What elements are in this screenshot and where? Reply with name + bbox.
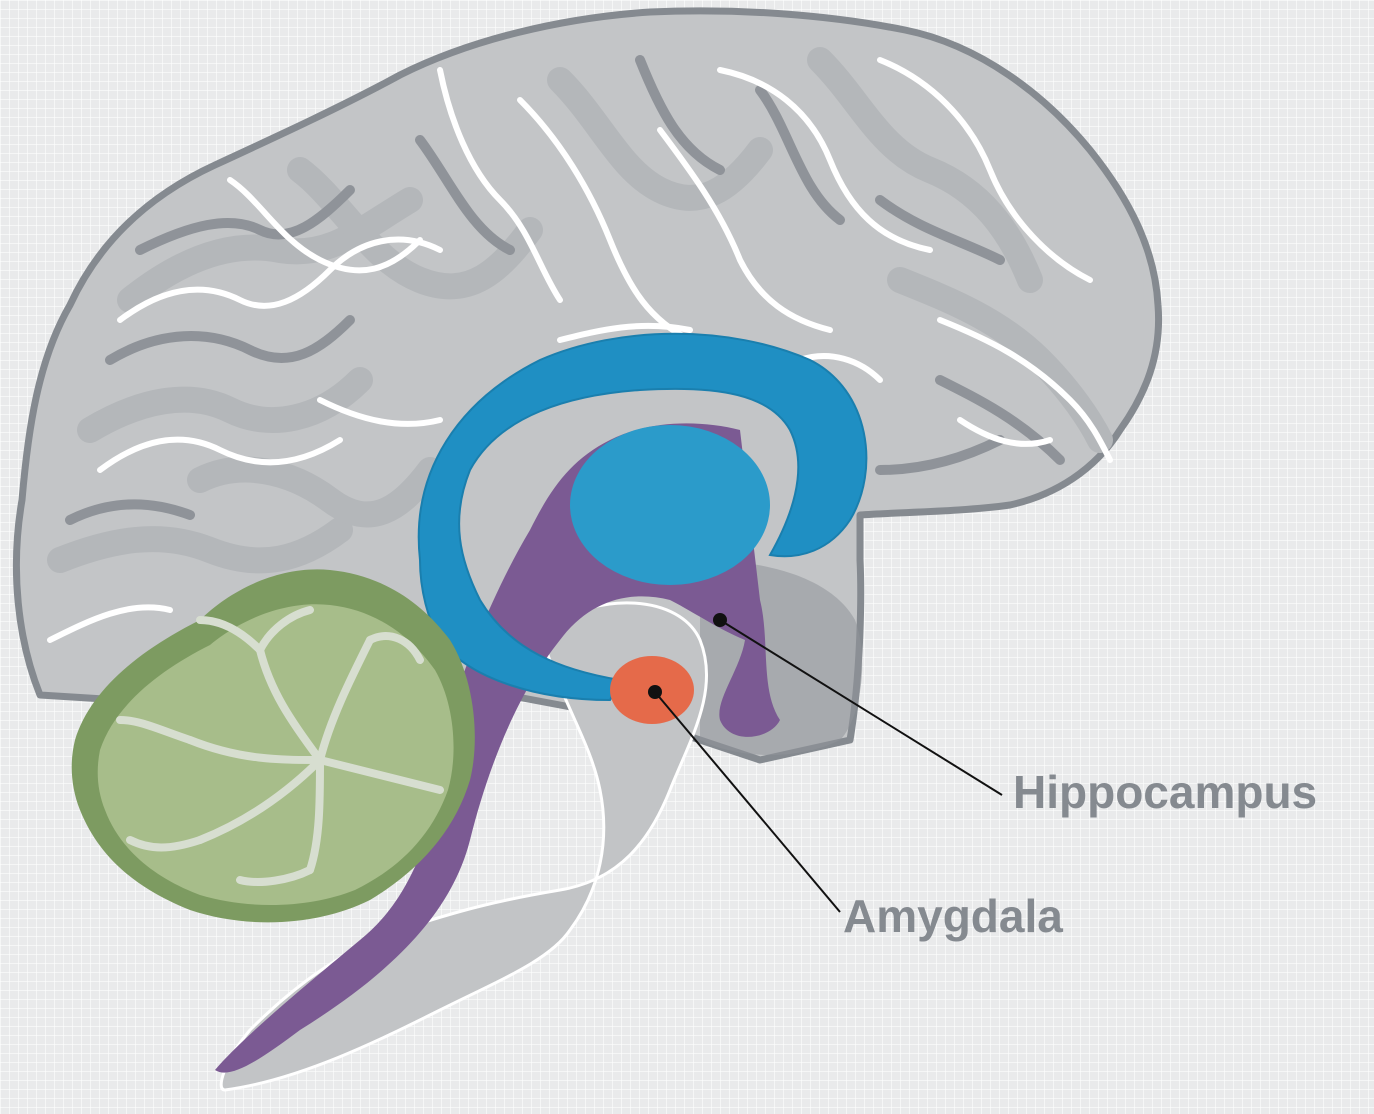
thalamus: [570, 425, 770, 585]
amygdala-label: Amygdala: [843, 890, 1063, 942]
hippocampus-label: Hippocampus: [1013, 766, 1317, 818]
